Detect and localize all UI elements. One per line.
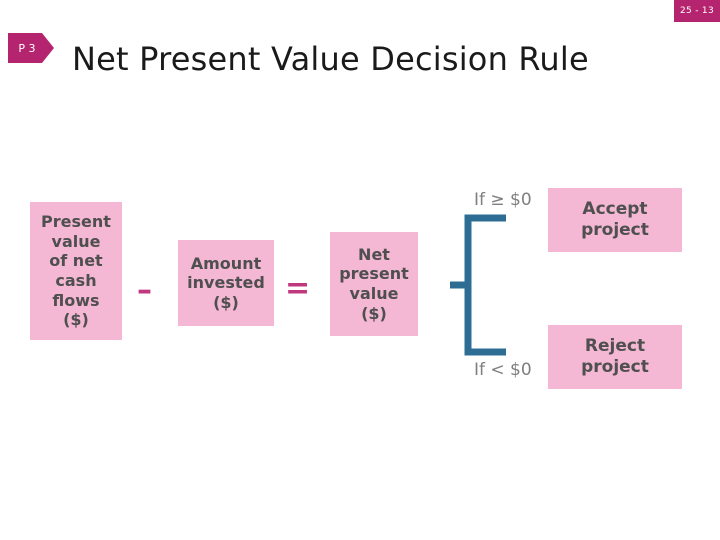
reject-project-line-1: Reject [584, 336, 646, 357]
chapter-tag-label: P 3 [18, 41, 36, 55]
reject-project-box: Reject project [548, 325, 682, 389]
accept-project-box: Accept project [548, 188, 682, 252]
accept-condition-label: If ≥ $0 [474, 190, 532, 210]
present-value-line-2: value [51, 231, 101, 251]
equals-operator: = [285, 271, 311, 306]
accept-project-line-2: project [581, 220, 649, 240]
present-value-line-4: cash [55, 271, 97, 290]
present-value-line-3: of net [49, 251, 103, 271]
net-present-value-line-1: Net [358, 244, 390, 264]
reject-project-line-2: project [581, 357, 649, 377]
net-present-value-line-4: ($) [361, 303, 387, 323]
present-value-line-6: ($) [63, 310, 89, 330]
net-present-value-box: Net present value ($) [330, 232, 418, 336]
branch-connector [450, 214, 506, 356]
npv-decision-diagram: Present value of net cash flows ($) – Am… [0, 150, 720, 440]
reject-condition-label: If < $0 [474, 360, 532, 380]
amount-invested-line-3: ($) [213, 292, 239, 312]
slide-number-badge: 25 - 13 [674, 0, 720, 22]
page-title: Net Present Value Decision Rule [72, 40, 589, 78]
amount-invested-line-2: invested [187, 273, 265, 293]
net-present-value-line-2: present [339, 264, 409, 284]
net-present-value-line-3: value [349, 284, 399, 303]
chapter-tag-arrow-icon [8, 33, 54, 63]
minus-operator: – [137, 273, 152, 308]
present-value-line-5: flows [52, 290, 100, 310]
present-value-box: Present value of net cash flows ($) [30, 202, 122, 340]
amount-invested-box: Amount invested ($) [178, 240, 274, 326]
present-value-line-1: Present [41, 212, 111, 232]
chapter-tag: P 3 [8, 33, 54, 63]
accept-project-line-1: Accept [582, 199, 648, 220]
amount-invested-line-1: Amount [190, 253, 262, 273]
